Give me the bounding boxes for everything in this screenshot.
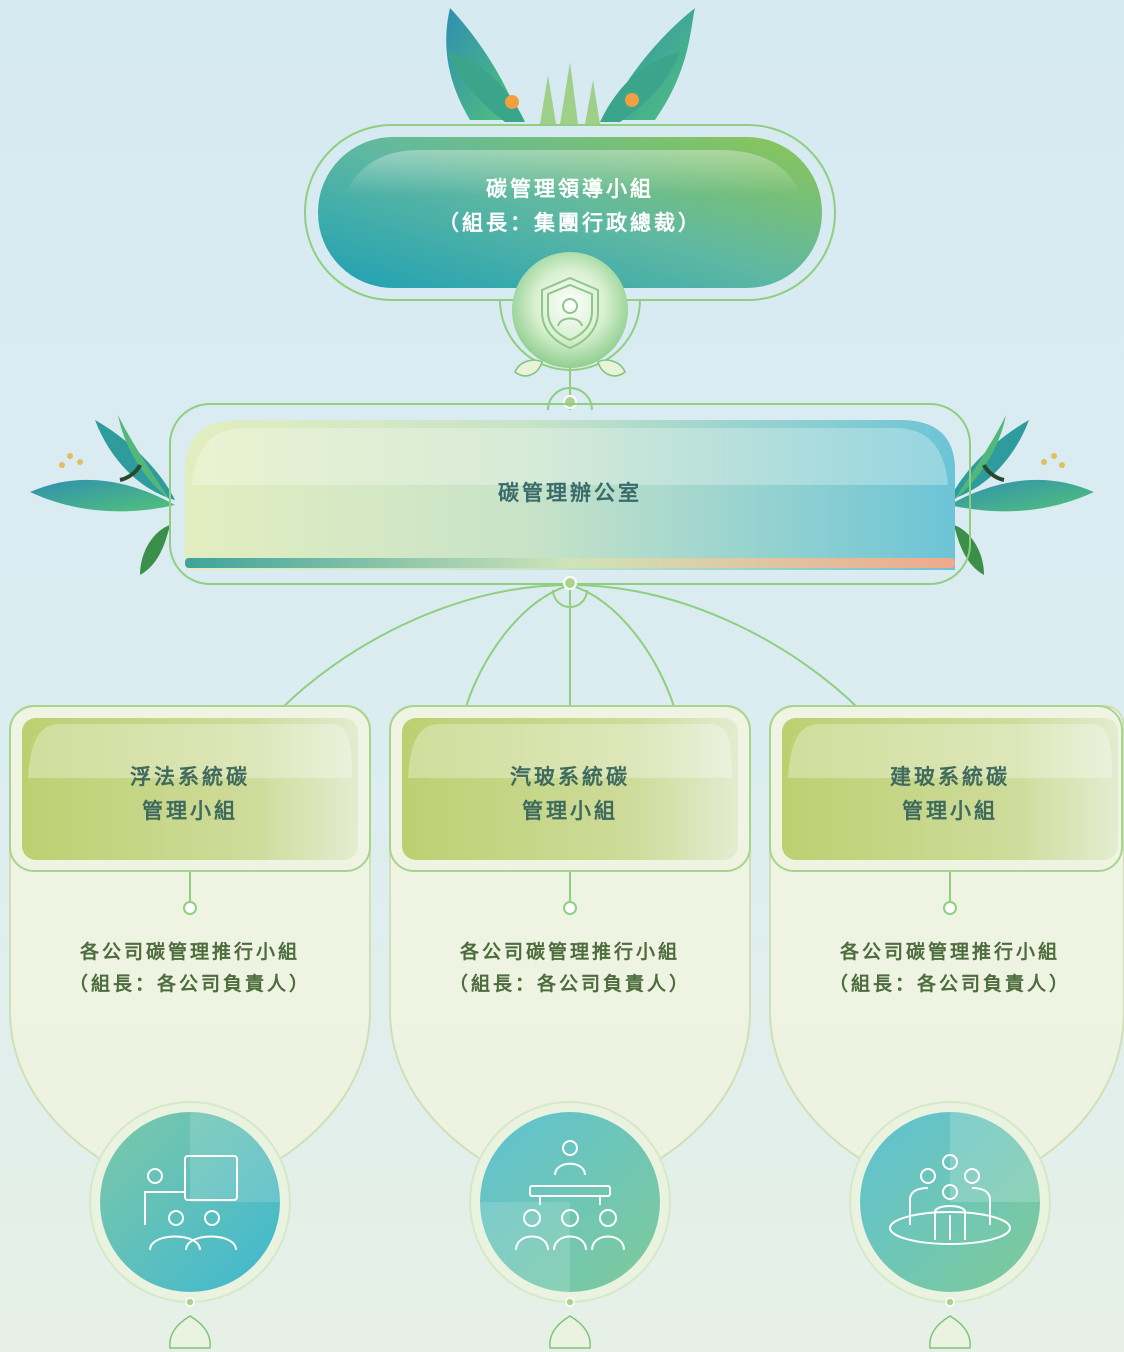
group-3-title-line2: 管理小組 <box>902 799 998 823</box>
connector-office-groups <box>279 584 861 711</box>
leader-subtitle: （組長：集團行政總裁） <box>438 211 702 235</box>
group-2-title-line1: 汽玻系統碳 <box>510 765 630 789</box>
group-2-sub-line2: （組長：各公司負責人） <box>448 973 691 995</box>
office-node <box>169 403 971 585</box>
group-2-title-line2: 管理小組 <box>522 799 618 823</box>
group-node-building <box>769 705 1124 1349</box>
group-3-title: 建玻系統碳 管理小組 <box>800 760 1100 828</box>
top-foliage-decoration <box>446 8 695 124</box>
group-1-sub-line2: （組長：各公司負責人） <box>68 973 311 995</box>
left-foliage-decoration <box>30 415 175 575</box>
office-connector-dot <box>563 576 577 590</box>
group-1-title: 浮法系統碳 管理小組 <box>40 760 340 828</box>
team-group-icon <box>889 1154 1011 1245</box>
group-3-sub-line2: （組長：各公司負責人） <box>828 973 1071 995</box>
group-2-title: 汽玻系統碳 管理小組 <box>420 760 720 828</box>
group-1-sub-line1: 各公司碳管理推行小組 <box>79 941 300 963</box>
shield-person-icon <box>541 276 599 350</box>
group-3-sub-line1: 各公司碳管理推行小組 <box>839 941 1060 963</box>
group-2-subgroup: 各公司碳管理推行小組 （組長：各公司負責人） <box>400 936 740 1000</box>
small-leaves-decoration <box>514 359 626 377</box>
leader-title: 碳管理領導小組 <box>486 177 654 201</box>
group-2-sub-line1: 各公司碳管理推行小組 <box>459 941 680 963</box>
office-title: 碳管理辦公室 <box>498 481 642 505</box>
leader-node <box>304 124 836 301</box>
group-1-title-line2: 管理小組 <box>142 799 238 823</box>
presentation-icon <box>144 1155 238 1251</box>
group-1-subgroup: 各公司碳管理推行小組 （組長：各公司負責人） <box>20 936 360 1000</box>
group-3-title-line1: 建玻系統碳 <box>890 765 1010 789</box>
group-node-auto <box>389 705 751 1349</box>
group-3-subgroup: 各公司碳管理推行小組 （組長：各公司負責人） <box>780 936 1120 1000</box>
conference-table-icon <box>515 1140 625 1251</box>
group-1-title-line1: 浮法系統碳 <box>130 765 250 789</box>
leader-label: 碳管理領導小組 （組長：集團行政總裁） <box>360 172 780 240</box>
